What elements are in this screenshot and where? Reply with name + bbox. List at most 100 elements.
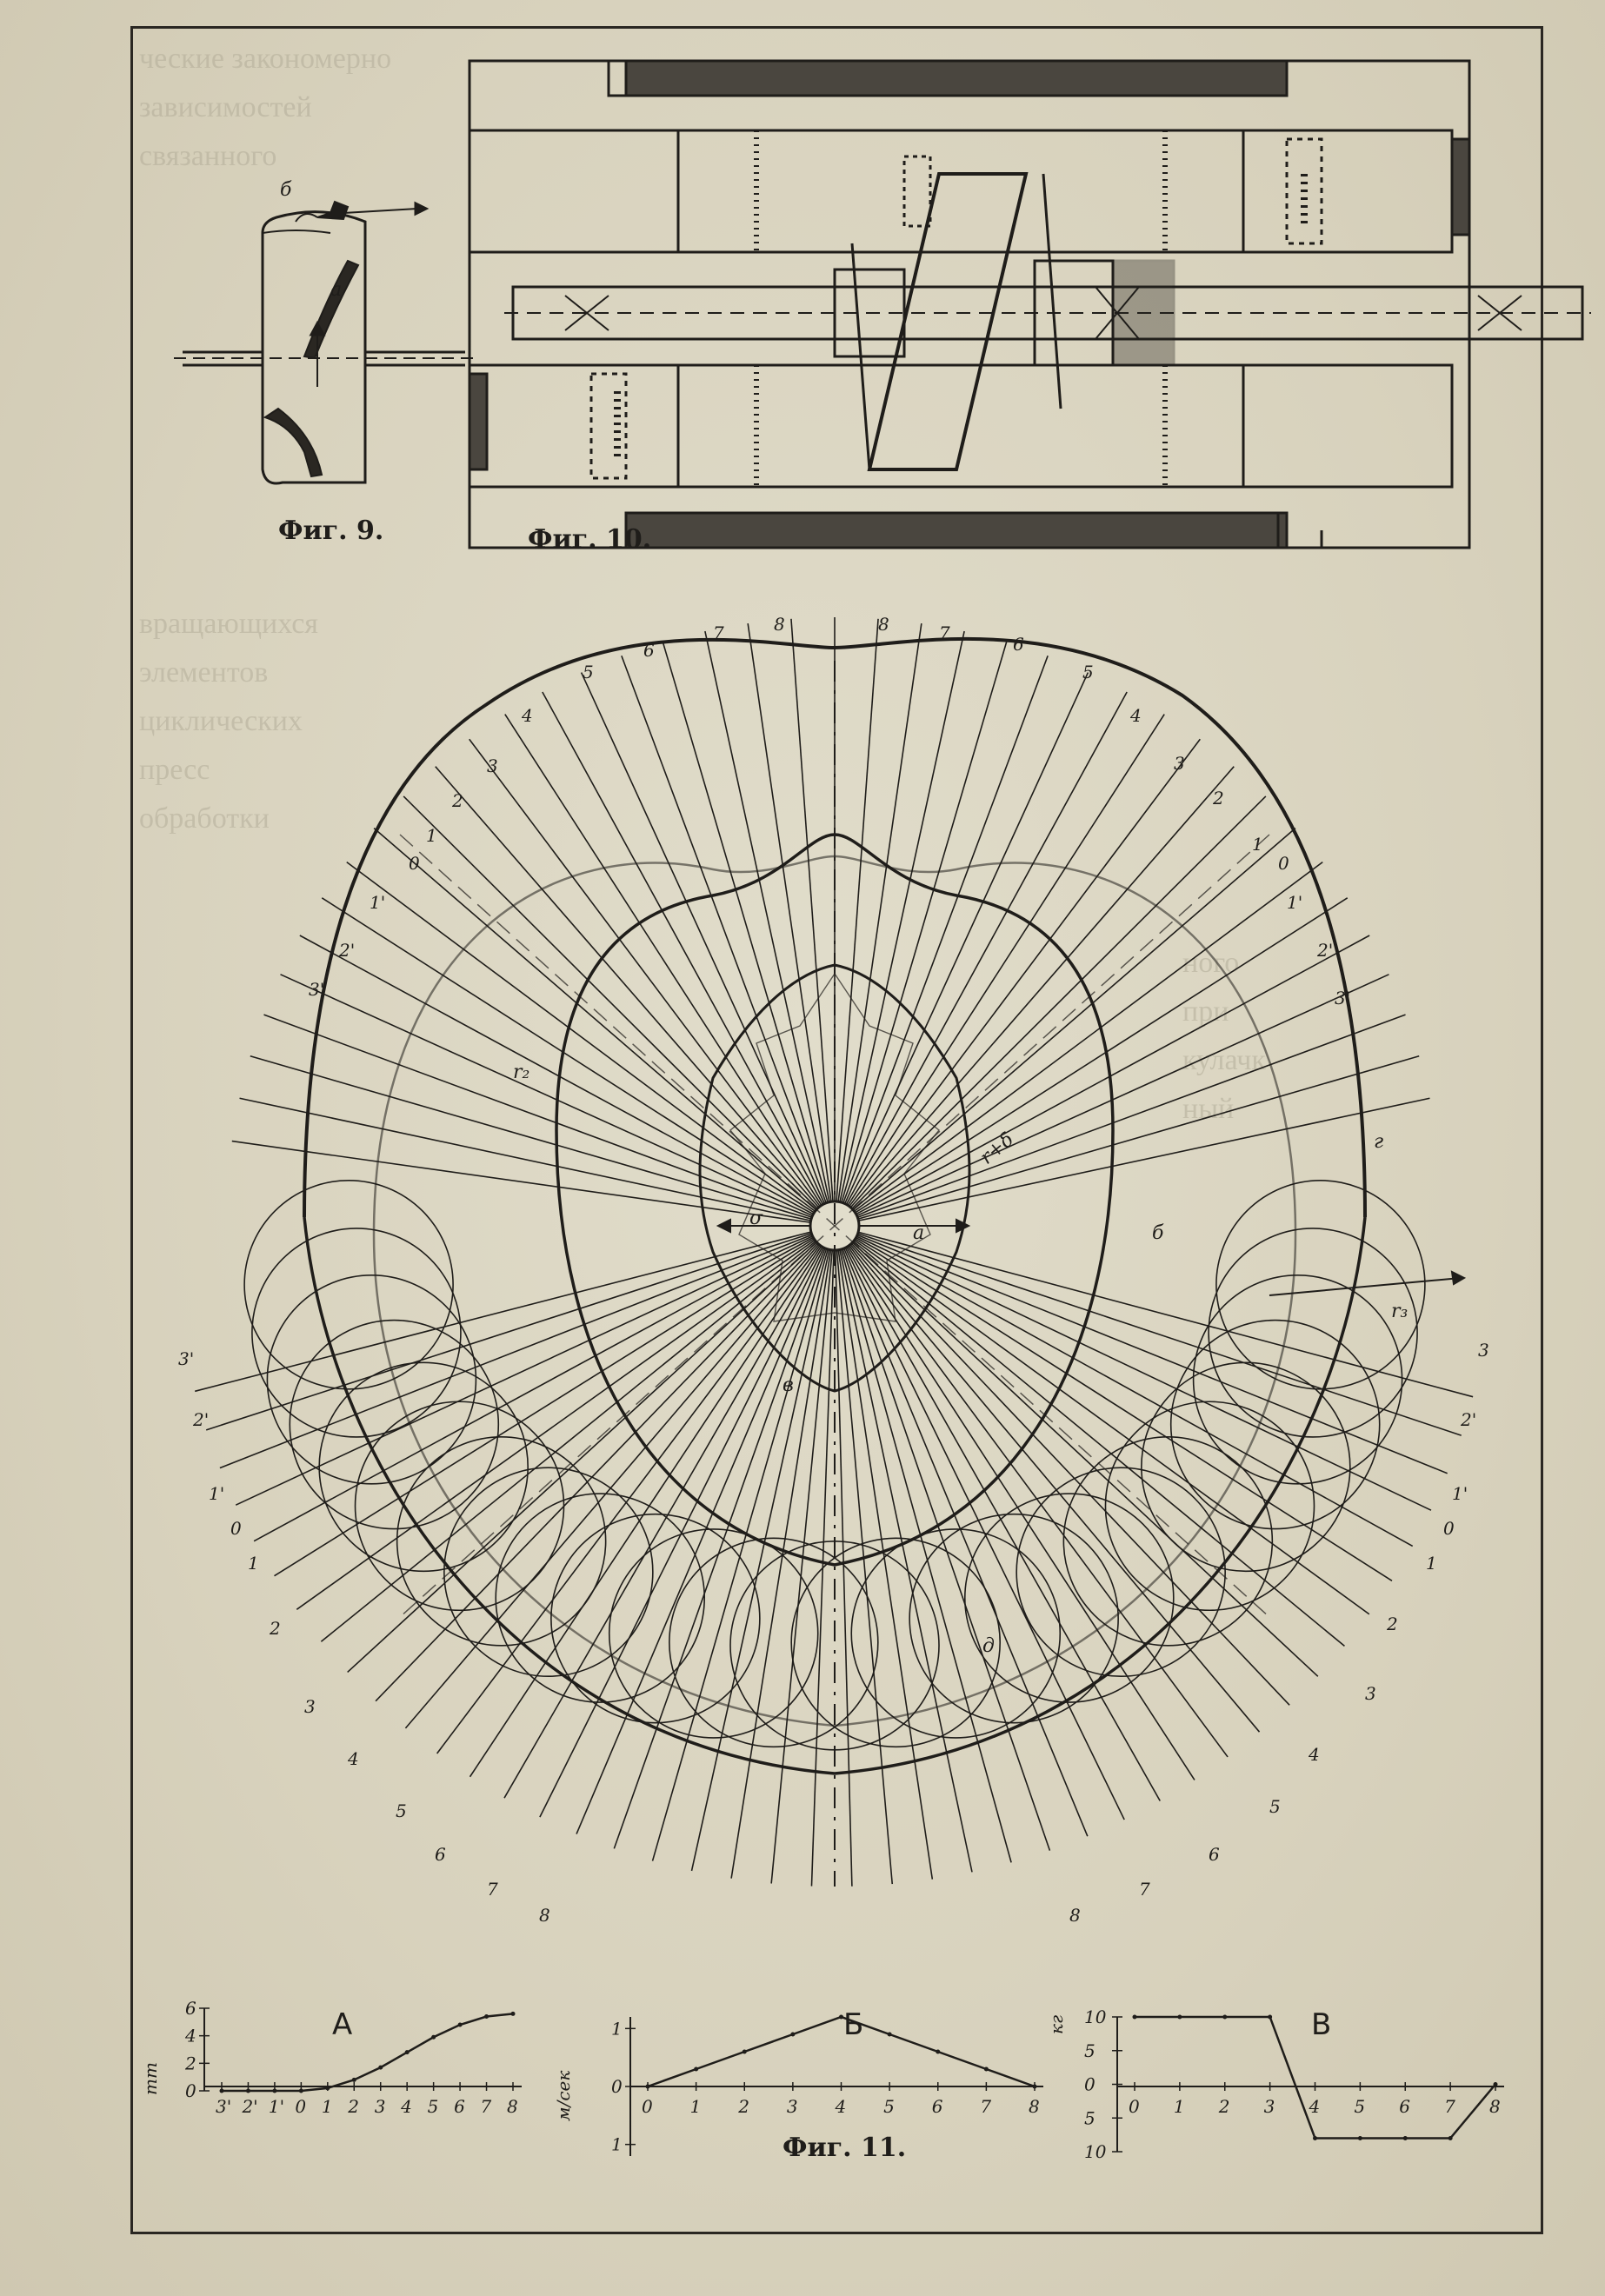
graph-x-tick-label: 3': [216, 2096, 231, 2117]
graph-x-tick-label: 3: [1264, 2096, 1275, 2117]
roller-circle: [251, 1228, 462, 1438]
radial-ray: [834, 1225, 1125, 1820]
radial-ray: [375, 1225, 836, 1702]
radial-ray: [231, 1140, 836, 1227]
radial-ray: [834, 1225, 1089, 1837]
roller-circle: [1215, 1180, 1426, 1390]
cam-division-number: 2: [451, 790, 463, 811]
cam-division-number: 2': [338, 940, 355, 961]
cam-division-number: 1: [426, 825, 437, 846]
radial-ray: [299, 935, 836, 1227]
graph-x-tick-label: 1: [690, 2096, 702, 2117]
radial-ray: [834, 1225, 853, 1887]
roller-circle: [266, 1274, 477, 1485]
radial-ray: [810, 1225, 836, 1887]
graph-x-tick-label: 1': [269, 2096, 284, 2117]
radial-ray: [834, 1225, 973, 1873]
cam-division-number: 5: [583, 662, 594, 682]
graph-x-tick-label: 5: [1354, 2096, 1365, 2117]
cam-division-number: 1': [209, 1483, 224, 1504]
graph-y-tick-label: 2: [184, 2053, 196, 2073]
fig10-caption: Фиг. 10.: [528, 524, 651, 555]
radial-ray: [580, 672, 836, 1227]
radial-ray: [834, 935, 1370, 1227]
radial-ray: [834, 618, 879, 1227]
graph-x-tick-label: 4: [1309, 2096, 1321, 2117]
cam-division-number: 0: [230, 1518, 242, 1539]
radial-ray: [469, 1225, 836, 1778]
cam-division-number: 1': [1287, 892, 1302, 913]
graph-x-tick-label: 2': [241, 2096, 257, 2117]
cam-division-number: 4: [1308, 1744, 1320, 1765]
fig10-drawing: [468, 59, 1591, 549]
label-d: д: [982, 1635, 995, 1657]
roller-circle: [1141, 1361, 1351, 1573]
graph-b-title: Б: [843, 2007, 863, 2042]
radial-ray: [539, 1225, 836, 1818]
radial-ray: [834, 1014, 1406, 1227]
graph-x-tick-label: 7: [980, 2096, 991, 2117]
radial-ray: [253, 1225, 836, 1542]
outer-profile-curve: [303, 636, 1367, 1218]
radial-ray: [834, 630, 965, 1227]
label-r3: r₃: [1391, 1301, 1408, 1322]
cam-division-number: 3: [1478, 1340, 1489, 1361]
radial-ray: [834, 738, 1201, 1227]
cam-division-number: 0: [1443, 1518, 1455, 1539]
radial-ray: [195, 1225, 836, 1393]
roller-circle: [396, 1435, 607, 1647]
radial-ray: [834, 1225, 1345, 1647]
graph-x-tick-label: 2: [347, 2096, 359, 2117]
radial-ray: [834, 1225, 1432, 1511]
graph-series-line: [1135, 2015, 1496, 2140]
radial-ray: [834, 672, 1089, 1227]
cam-division-number: 5: [396, 1800, 407, 1821]
radial-ray: [834, 862, 1323, 1227]
cam-division-number: 1: [1252, 834, 1263, 855]
radial-ray: [834, 691, 1128, 1227]
cam-division-number: 3: [304, 1696, 316, 1717]
roller-circle: [1192, 1274, 1403, 1485]
graph-y-tick-label: 5: [1084, 2040, 1096, 2061]
graph-x-tick-label: 7: [1444, 2096, 1455, 2117]
graph-y-tick-label: 0: [1084, 2074, 1096, 2095]
graph-x-tick-label: 8: [1029, 2096, 1040, 2117]
graph-x-tick-label: 4: [400, 2096, 412, 2117]
cam-division-number: 3': [1335, 988, 1350, 1008]
fig11-drawing: [195, 617, 1474, 1887]
radial-ray: [704, 630, 836, 1227]
page-frame: [130, 26, 1543, 2234]
graph-x-tick-label: 1: [322, 2096, 333, 2117]
cam-division-number: 1: [1426, 1553, 1437, 1574]
roller-circle: [354, 1401, 565, 1612]
radial-ray: [747, 623, 836, 1227]
fig9-drawing: [174, 200, 474, 485]
graph-x-tick-label: 7: [481, 2096, 492, 2117]
radial-ray: [250, 1055, 836, 1227]
label-r2: r₂: [513, 1061, 529, 1083]
radial-ray: [320, 1225, 836, 1642]
radial-ray: [834, 1225, 1474, 1398]
radial-ray: [435, 766, 836, 1227]
roller-circle: [1208, 1228, 1418, 1438]
bleed-text-left: вращающихся элементов циклических пресс …: [139, 608, 318, 835]
radial-ray: [834, 1225, 1370, 1615]
radial-ray: [834, 656, 1049, 1227]
radial-ray: [542, 691, 836, 1227]
radial-ray: [834, 1225, 1462, 1436]
roller-circle: [318, 1361, 529, 1573]
cam-division-number: 7: [939, 622, 950, 643]
roller-circle: [850, 1528, 1062, 1739]
radial-ray: [404, 1225, 836, 1729]
cam-division-number: 1': [1452, 1483, 1468, 1504]
radial-ray: [834, 1225, 1161, 1801]
radial-ray: [834, 795, 1267, 1227]
cam-division-number: 1': [370, 892, 385, 913]
label-v: в: [783, 1374, 794, 1396]
graph-x-tick-label: 8: [507, 2096, 518, 2117]
cam-division-number: 0: [409, 853, 420, 874]
